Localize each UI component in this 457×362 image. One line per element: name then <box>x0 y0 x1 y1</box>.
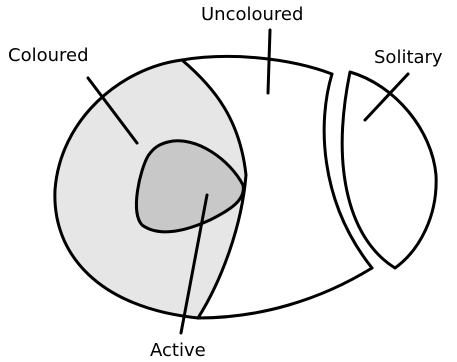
uncoloured-label: Uncoloured <box>201 4 303 25</box>
uncoloured-leader <box>268 30 270 93</box>
solitary-label: Solitary <box>374 47 443 68</box>
coloured-label: Coloured <box>8 45 89 66</box>
active-label: Active <box>150 340 206 361</box>
